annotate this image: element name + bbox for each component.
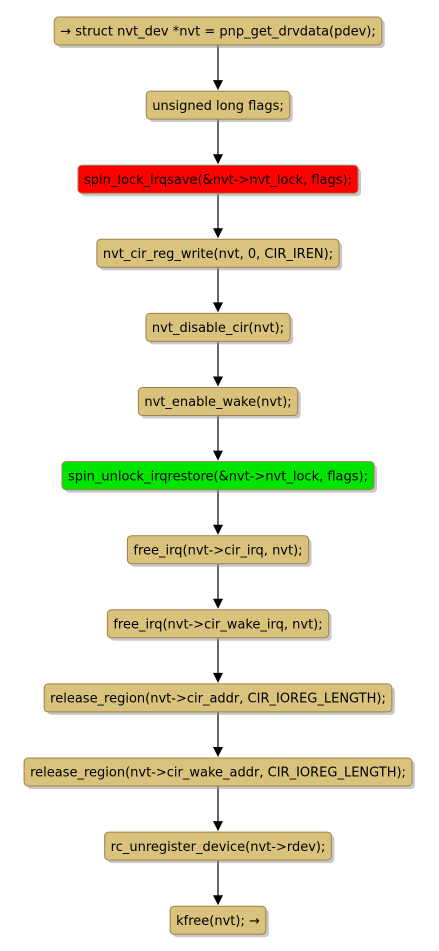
flow-node-n10: release_region(nvt->cir_addr, CIR_IOREG_… xyxy=(43,683,395,715)
node-label: nvt_cir_reg_write(nvt, 0, CIR_IREN); xyxy=(103,247,333,262)
node-label: nvt_disable_cir(nvt); xyxy=(152,321,284,336)
node-label: spin_lock_irqsave(&nvt->nvt_lock, flags)… xyxy=(84,173,352,188)
arrow-head-icon xyxy=(213,228,223,239)
node-box xyxy=(23,757,413,787)
flow-node-n2: unsigned long flags; xyxy=(145,90,293,123)
node-label: nvt_enable_wake(nvt); xyxy=(144,395,291,410)
arrow-head-icon xyxy=(213,302,223,313)
edge-n6-n7 xyxy=(213,415,223,461)
node-label: release_region(nvt->cir_addr, CIR_IOREG_… xyxy=(50,692,386,707)
flow-node-n12: rc_unregister_device(nvt->rdev); xyxy=(104,831,335,864)
edge-n3-n4 xyxy=(213,193,223,239)
node-box xyxy=(106,609,330,639)
nodes-layer: → struct nvt_dev *nvt = pnp_get_drvdata(… xyxy=(23,16,415,938)
node-box xyxy=(96,238,340,268)
node-box xyxy=(61,461,375,491)
node-label: rc_unregister_device(nvt->rdev); xyxy=(111,840,326,855)
node-box xyxy=(169,905,267,935)
edge-n10-n11 xyxy=(213,711,223,757)
node-label: unsigned long flags; xyxy=(152,99,284,114)
node-label: free_irq(nvt->cir_wake_irq, nvt); xyxy=(113,617,322,632)
flow-node-n5: nvt_disable_cir(nvt); xyxy=(145,312,294,345)
arrow-head-icon xyxy=(213,747,223,757)
node-box xyxy=(137,387,299,416)
arrow-head-icon xyxy=(213,524,223,535)
arrow-head-icon xyxy=(213,598,223,609)
node-box xyxy=(53,16,383,46)
node-box xyxy=(77,164,359,194)
node-label: free_irq(nvt->cir_irq, nvt); xyxy=(133,543,302,558)
node-label: release_region(nvt->cir_wake_addr, CIR_I… xyxy=(30,766,406,781)
flow-node-n8: free_irq(nvt->cir_irq, nvt); xyxy=(126,535,312,567)
edge-n4-n5 xyxy=(213,267,223,313)
node-box xyxy=(145,90,291,120)
flow-node-n13: kfree(nvt); → xyxy=(169,905,269,938)
flow-node-n1: → struct nvt_dev *nvt = pnp_get_drvdata(… xyxy=(53,16,385,48)
edge-n5-n6 xyxy=(213,341,223,387)
edge-n11-n12 xyxy=(213,786,223,832)
flow-node-n3: spin_lock_irqsave(&nvt->nvt_lock, flags)… xyxy=(77,164,362,197)
arrow-head-icon xyxy=(213,672,223,683)
flow-node-n11: release_region(nvt->cir_wake_addr, CIR_I… xyxy=(23,757,415,789)
arrow-head-icon xyxy=(213,895,223,906)
node-box xyxy=(43,683,393,713)
arrow-head-icon xyxy=(213,376,223,387)
node-label: kfree(nvt); → xyxy=(176,914,260,929)
edge-n8-n9 xyxy=(213,563,223,609)
node-box xyxy=(145,312,291,342)
flow-node-n6: nvt_enable_wake(nvt); xyxy=(137,387,301,419)
edge-n1-n2 xyxy=(213,45,223,91)
arrow-head-icon xyxy=(213,450,223,461)
node-box xyxy=(104,831,332,861)
arrow-head-icon xyxy=(213,821,223,832)
edge-n9-n10 xyxy=(213,637,223,683)
node-label: spin_unlock_irqrestore(&nvt->nvt_lock, f… xyxy=(68,469,368,484)
flow-node-n9: free_irq(nvt->cir_wake_irq, nvt); xyxy=(106,609,332,641)
edge-n2-n3 xyxy=(213,119,223,165)
flow-node-n4: nvt_cir_reg_write(nvt, 0, CIR_IREN); xyxy=(96,238,343,271)
arrow-head-icon xyxy=(213,154,223,165)
node-box xyxy=(126,535,310,565)
edges-layer xyxy=(213,45,223,906)
flow-node-n7: spin_unlock_irqrestore(&nvt->nvt_lock, f… xyxy=(61,461,378,493)
edge-n12-n13 xyxy=(213,860,223,906)
edge-n7-n8 xyxy=(213,489,223,535)
node-label: → struct nvt_dev *nvt = pnp_get_drvdata(… xyxy=(60,25,376,40)
arrow-head-icon xyxy=(213,80,223,91)
